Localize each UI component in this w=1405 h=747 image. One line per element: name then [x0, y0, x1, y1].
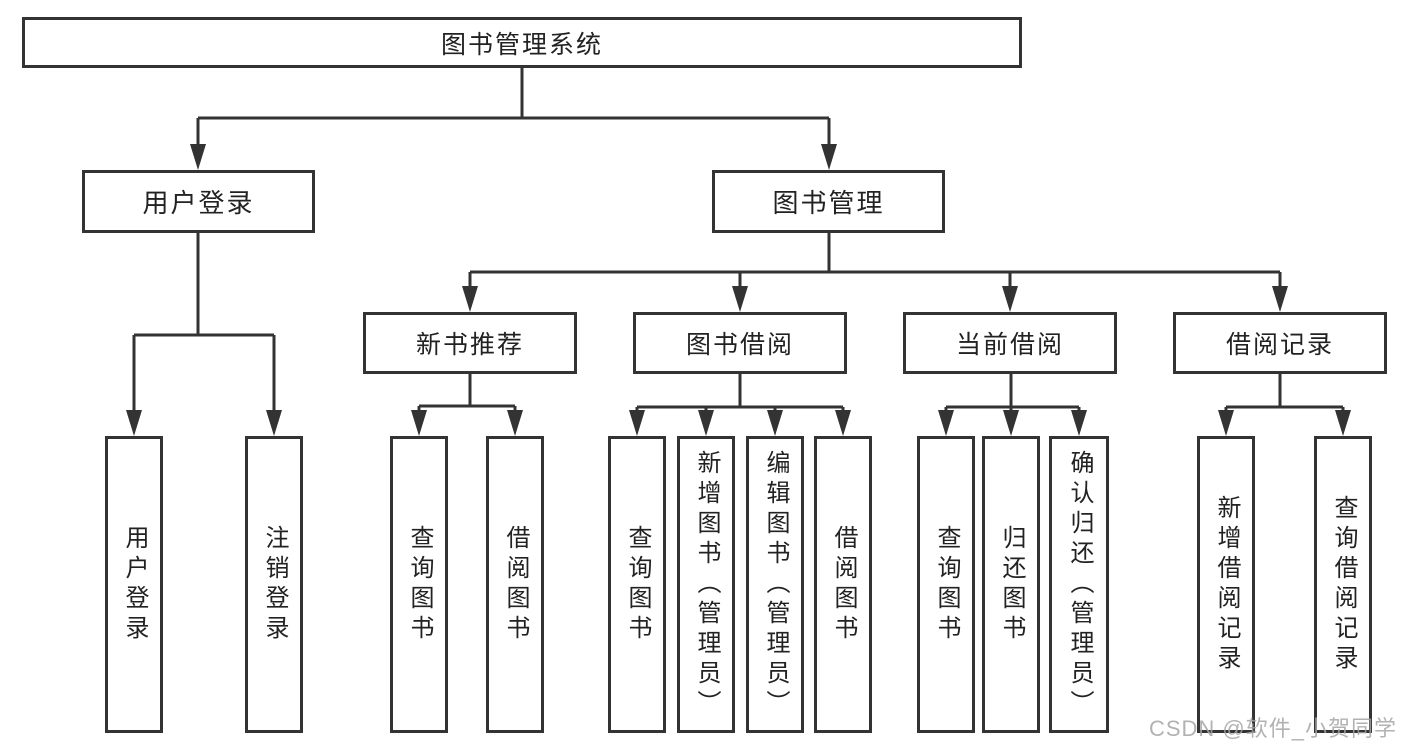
leaf-user-login-label: 用户登录	[121, 524, 148, 645]
edge-book-management-arrowheads	[462, 286, 1288, 312]
edge-book-borrowing-arrowheads	[629, 410, 851, 436]
node-new-book-recommend: 新书推荐	[363, 312, 577, 374]
edge-book-borrowing-children	[635, 374, 845, 416]
edge-new-book-recommend-arrowheads	[411, 410, 523, 436]
node-book-management-label: 图书管理	[772, 188, 885, 218]
leaf-cb-return-books: 归还图书	[982, 436, 1040, 733]
leaf-user-login: 用户登录	[105, 436, 163, 733]
leaf-logout: 注销登录	[245, 436, 303, 733]
edge-root-arrowheads	[190, 144, 837, 170]
leaf-cb-confirm-return: 确认归还（管理员）	[1049, 436, 1109, 733]
leaf-logout-label: 注销登录	[261, 524, 288, 645]
edge-borrowing-records-arrowheads	[1218, 410, 1351, 436]
edge-current-borrowing-children	[944, 374, 1081, 416]
edge-new-book-recommend-children	[417, 374, 517, 416]
edge-user-login-arrowheads	[126, 410, 282, 436]
edge-user-login-children	[132, 233, 276, 416]
leaf-bb-query-books-label: 查询图书	[624, 524, 651, 645]
node-current-borrowing-label: 当前借阅	[955, 331, 1064, 359]
edge-root-to-level2	[196, 68, 831, 150]
node-root: 图书管理系统	[22, 17, 1022, 68]
node-user-login: 用户登录	[82, 170, 315, 233]
node-user-login-label: 用户登录	[142, 188, 255, 218]
leaf-bb-query-books: 查询图书	[608, 436, 666, 733]
leaf-br-query-record: 查询借阅记录	[1314, 436, 1372, 733]
edge-borrowing-records-children	[1224, 374, 1345, 416]
leaf-br-query-record-label: 查询借阅记录	[1330, 494, 1357, 675]
leaf-cb-return-books-label: 归还图书	[998, 524, 1025, 645]
node-borrowing-records: 借阅记录	[1173, 312, 1387, 374]
leaf-bb-borrow-books-label: 借阅图书	[830, 524, 857, 645]
leaf-nbr-borrow-books: 借阅图书	[486, 436, 544, 733]
node-book-management: 图书管理	[712, 170, 945, 233]
node-new-book-recommend-label: 新书推荐	[415, 331, 524, 359]
edge-book-management-children	[468, 233, 1282, 292]
leaf-br-add-record: 新增借阅记录	[1197, 436, 1255, 733]
edge-current-borrowing-arrowheads	[938, 410, 1087, 436]
leaf-nbr-query-books-label: 查询图书	[406, 524, 433, 645]
leaf-nbr-borrow-books-label: 借阅图书	[502, 524, 529, 645]
leaf-bb-add-books: 新增图书（管理员）	[677, 436, 735, 733]
node-book-borrowing: 图书借阅	[633, 312, 847, 374]
node-borrowing-records-label: 借阅记录	[1225, 331, 1334, 359]
leaf-bb-borrow-books: 借阅图书	[814, 436, 872, 733]
node-current-borrowing: 当前借阅	[903, 312, 1117, 374]
csdn-watermark: CSDN @软件_小贺同学	[1148, 716, 1397, 741]
leaf-nbr-query-books: 查询图书	[390, 436, 448, 733]
leaf-br-add-record-label: 新增借阅记录	[1213, 494, 1240, 675]
node-root-label: 图书管理系统	[440, 30, 603, 59]
leaf-bb-add-books-label: 新增图书（管理员）	[693, 449, 720, 720]
leaf-bb-edit-books: 编辑图书（管理员）	[746, 436, 804, 733]
node-book-borrowing-label: 图书借阅	[685, 331, 794, 359]
leaf-cb-query-books: 查询图书	[917, 436, 975, 733]
leaf-cb-confirm-return-label: 确认归还（管理员）	[1066, 449, 1093, 720]
leaf-bb-edit-books-label: 编辑图书（管理员）	[762, 449, 789, 720]
leaf-cb-query-books-label: 查询图书	[933, 524, 960, 645]
